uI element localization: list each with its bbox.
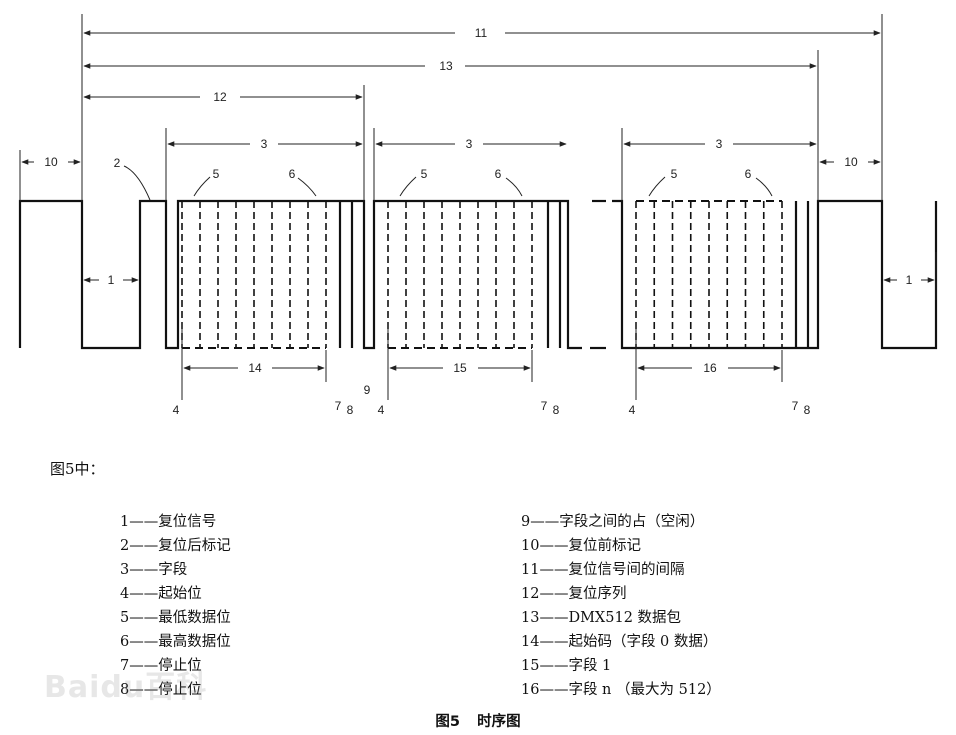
legend-item: 10——复位前标记 (521, 538, 641, 554)
label-1-right: 1 (906, 273, 913, 287)
label-11: 11 (475, 26, 488, 40)
legend-item: 8——停止位 (120, 682, 202, 698)
label-13: 13 (439, 59, 453, 73)
label-6-a: 6 (289, 167, 296, 181)
label-7-b: 7 (541, 399, 548, 413)
legend-item: 12——复位序列 (521, 586, 627, 602)
dmx512-timing-diagram: 11 13 12 3 3 3 10 10 2 5 6 5 6 5 6 1 1 1… (18, 14, 938, 417)
label-4-a: 4 (173, 403, 180, 417)
label-10-left: 10 (44, 155, 58, 169)
legend-item: 6——最高数据位 (120, 634, 231, 650)
diagram-labels: 11 13 12 3 3 3 10 10 2 5 6 5 6 5 6 1 1 1… (44, 26, 912, 417)
label-4-b: 4 (378, 403, 385, 417)
legend-item: 7——停止位 (120, 658, 202, 674)
legend-item: 4——起始位 (120, 586, 202, 602)
figure-title: 时序图 (477, 714, 521, 730)
legend-item: 9——字段之间的占（空闲） (521, 514, 705, 530)
label-15: 15 (453, 361, 467, 375)
label-3-a: 3 (261, 137, 268, 151)
figure-number: 图5 (435, 714, 461, 730)
label-5-a: 5 (213, 167, 220, 181)
label-8-c: 8 (804, 403, 811, 417)
signal-waveform (18, 199, 582, 350)
label-7-a: 7 (335, 399, 342, 413)
label-5-c: 5 (671, 167, 678, 181)
legend-left: 1——复位信号 2——复位后标记 3——字段 4——起始位 5——最低数据位 6… (120, 510, 520, 702)
signal-waveform-end (612, 199, 938, 350)
legend-item: 14——起始码（字段 0 数据） (521, 634, 718, 650)
label-6-b: 6 (495, 167, 502, 181)
label-16: 16 (703, 361, 717, 375)
callout-leaders (123, 165, 773, 201)
legend-item: 1——复位信号 (120, 514, 217, 530)
label-7-c: 7 (792, 399, 799, 413)
legend-item: 2——复位后标记 (120, 538, 231, 554)
figure-intro: 图5中： (50, 460, 105, 478)
label-10-right: 10 (844, 155, 858, 169)
label-8-b: 8 (553, 403, 560, 417)
label-3-c: 3 (716, 137, 723, 151)
label-9: 9 (364, 383, 371, 397)
legend-right: 9——字段之间的占（空闲） 10——复位前标记 11——复位信号间的间隔 12—… (521, 510, 921, 702)
legend-item: 5——最低数据位 (120, 610, 231, 626)
label-14: 14 (248, 361, 262, 375)
legend-item: 15——字段 1 (521, 658, 612, 674)
label-8-a: 8 (347, 403, 354, 417)
legend-item: 3——字段 (120, 562, 188, 578)
label-3-b: 3 (466, 137, 473, 151)
label-6-c: 6 (745, 167, 752, 181)
legend-item: 11——复位信号间的间隔 (521, 562, 685, 578)
figure-caption: 图5 时序图 (0, 710, 956, 731)
label-12: 12 (213, 90, 227, 104)
reference-lines (19, 14, 937, 400)
label-4-c: 4 (629, 403, 636, 417)
legend-item: 13——DMX512 数据包 (521, 610, 682, 626)
label-1-left: 1 (108, 273, 115, 287)
frame-bit-lines (181, 200, 810, 349)
legend-item: 16——字段 n （最大为 512） (521, 682, 721, 698)
dimension-arrows (21, 30, 935, 371)
label-2: 2 (114, 156, 121, 170)
label-5-b: 5 (421, 167, 428, 181)
